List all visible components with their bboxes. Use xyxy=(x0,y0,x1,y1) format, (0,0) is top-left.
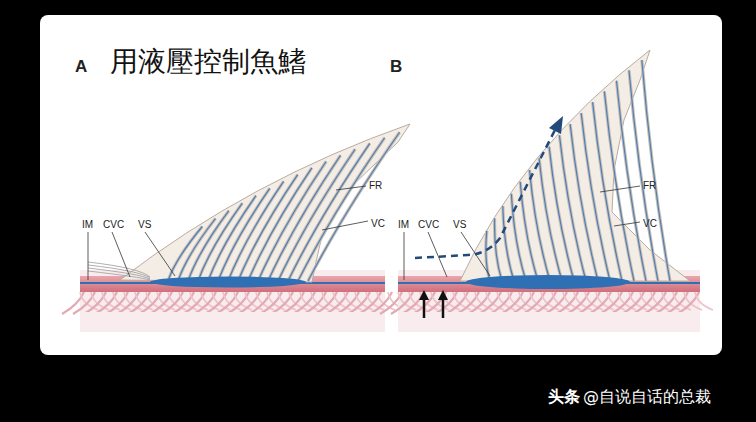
part-label: CVC xyxy=(103,220,124,230)
fin-ray xyxy=(642,60,670,281)
arrow-head xyxy=(438,290,448,300)
fin-ray xyxy=(268,155,341,281)
part-label: FR xyxy=(643,181,656,191)
body-strip xyxy=(80,312,385,332)
fin-membrane xyxy=(460,50,690,281)
leader-line xyxy=(145,232,175,276)
fin-ray xyxy=(529,170,550,281)
fin-ray xyxy=(520,182,538,281)
watermark: @自说自话的总裁 xyxy=(583,389,711,405)
leader-line xyxy=(112,232,130,277)
fin-ray xyxy=(308,132,400,281)
pressure-arrow xyxy=(423,298,426,318)
fin-ray xyxy=(495,218,502,281)
fin-ray xyxy=(495,218,502,281)
part-label: VS xyxy=(138,220,151,230)
fin-ray xyxy=(642,60,670,281)
panel-letter: B xyxy=(390,58,402,75)
leader-line xyxy=(428,232,447,277)
vascular-sinus xyxy=(150,277,306,288)
fin-ray xyxy=(178,219,216,281)
watermark: 头条 xyxy=(548,389,580,405)
part-label: VC xyxy=(371,219,385,229)
fin-ray xyxy=(248,168,312,281)
fin-sheath xyxy=(88,268,150,279)
part-label: FR xyxy=(369,181,382,191)
arrow-head xyxy=(549,116,563,134)
fin-ray xyxy=(248,168,312,281)
fin-sheath xyxy=(88,265,150,278)
vascular-sinus xyxy=(466,275,630,289)
panel-letter: A xyxy=(75,58,87,75)
fin-ray xyxy=(178,219,216,281)
part-label: CVC xyxy=(418,220,439,230)
fin-ray xyxy=(288,143,370,281)
leader-line xyxy=(336,186,366,190)
arrow-head xyxy=(419,290,429,300)
leader-line xyxy=(600,186,640,192)
title: 用液壓控制魚鰭 xyxy=(110,48,306,76)
fin-ray xyxy=(268,155,341,281)
leader-line xyxy=(614,222,640,226)
part-label: IM xyxy=(82,220,93,230)
fin-sheath xyxy=(88,271,150,280)
fin-ray xyxy=(298,138,385,281)
fin-ray xyxy=(288,143,370,281)
fin-ray xyxy=(238,175,298,281)
leader-line xyxy=(404,232,405,280)
part-label: VC xyxy=(643,219,657,229)
flow-arrow xyxy=(415,128,556,258)
leader-line xyxy=(88,232,89,280)
fin-ray xyxy=(529,170,550,281)
part-label: IM xyxy=(398,220,409,230)
pressure-arrow xyxy=(442,298,445,318)
myomere xyxy=(695,292,713,310)
fin-membrane xyxy=(120,124,410,282)
fin-ray xyxy=(298,138,385,281)
leader-line xyxy=(322,221,368,230)
part-label: VS xyxy=(453,220,466,230)
fin-ray xyxy=(308,132,400,281)
fin-ray xyxy=(238,175,298,281)
fin-ray xyxy=(520,182,538,281)
